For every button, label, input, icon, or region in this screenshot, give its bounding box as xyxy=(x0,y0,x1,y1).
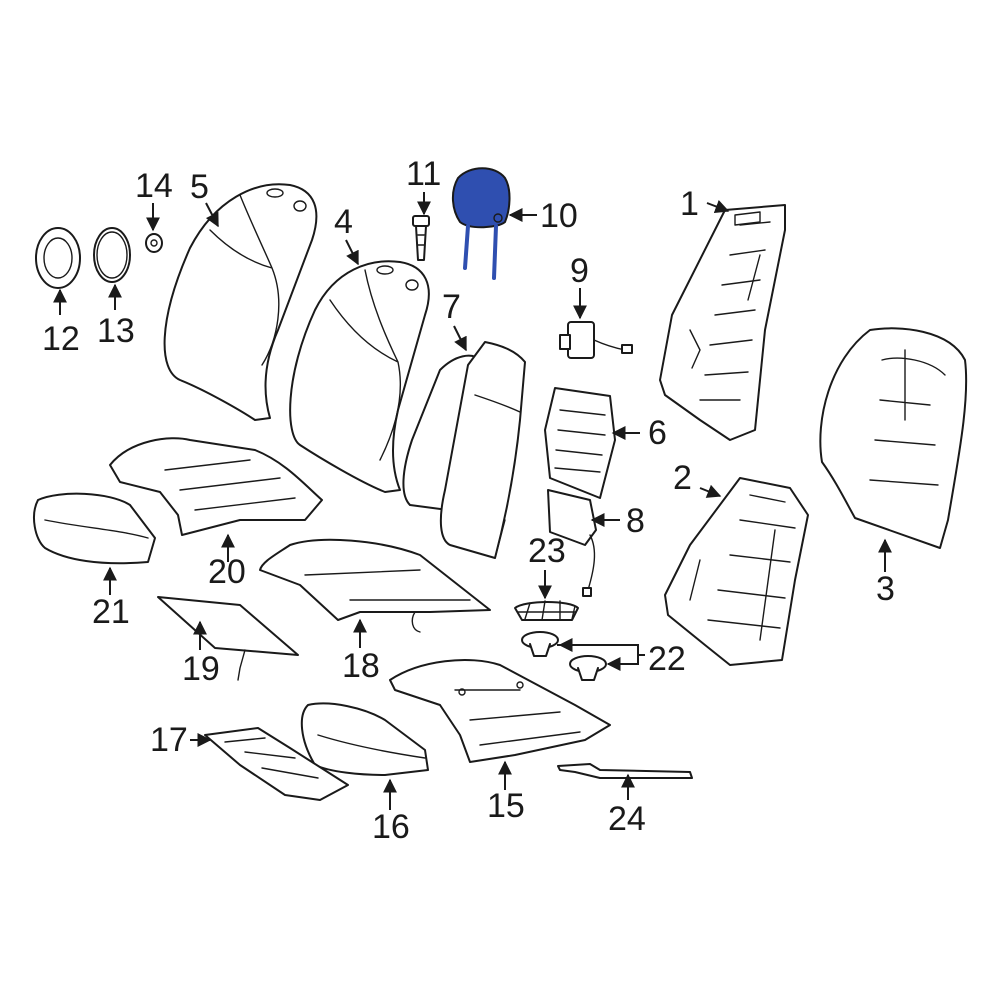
part-17-trim-panel[interactable] xyxy=(204,727,349,801)
callout-6[interactable]: 6 xyxy=(648,414,667,452)
part-9-actuator[interactable] xyxy=(559,321,633,359)
callout-10[interactable]: 10 xyxy=(540,197,578,235)
part-5-back-cover[interactable] xyxy=(163,183,318,421)
callout-2[interactable]: 2 xyxy=(673,459,692,497)
callout-8[interactable]: 8 xyxy=(626,502,645,540)
callout-17[interactable]: 17 xyxy=(150,721,188,759)
part-16-bolster[interactable] xyxy=(300,702,429,776)
part-10-headrest[interactable] xyxy=(452,167,511,280)
part-1-backrest-frame[interactable] xyxy=(659,204,786,441)
part-22-speaker-left[interactable] xyxy=(521,631,559,657)
callout-21[interactable]: 21 xyxy=(92,593,130,631)
part-24-rod[interactable] xyxy=(557,763,693,779)
callouts: 1 2 3 4 5 6 7 8 9 10 11 12 13 14 15 16 1 xyxy=(42,155,895,846)
callout-12[interactable]: 12 xyxy=(42,320,80,358)
callout-9[interactable]: 9 xyxy=(570,252,589,290)
callout-5[interactable]: 5 xyxy=(190,168,209,206)
part-19-mat[interactable] xyxy=(157,596,299,681)
part-3-rear-shell[interactable] xyxy=(819,327,968,549)
callout-19[interactable]: 19 xyxy=(182,650,220,688)
callout-13[interactable]: 13 xyxy=(97,312,135,350)
callout-7[interactable]: 7 xyxy=(442,288,461,326)
callout-15[interactable]: 15 xyxy=(487,787,525,825)
part-23-grille[interactable] xyxy=(514,600,579,621)
part-20-seat-foam[interactable] xyxy=(109,437,323,536)
part-8-bracket[interactable] xyxy=(547,489,597,597)
callout-11[interactable]: 11 xyxy=(406,155,441,193)
part-21-seat-pad[interactable] xyxy=(33,492,156,565)
part-12-emblem[interactable] xyxy=(35,227,81,289)
part-15-seat-pan[interactable] xyxy=(389,659,611,763)
callout-16[interactable]: 16 xyxy=(372,808,410,846)
part-6-lumbar[interactable] xyxy=(544,387,616,499)
part-22-speaker-right[interactable] xyxy=(569,655,607,681)
part-2-back-frame[interactable] xyxy=(664,477,809,666)
callout-1[interactable]: 1 xyxy=(680,185,699,223)
part-18-seat-lining[interactable] xyxy=(259,538,491,633)
callout-24[interactable]: 24 xyxy=(608,800,646,838)
part-13-ring[interactable] xyxy=(93,227,131,283)
part-11-guide-sleeve[interactable] xyxy=(412,215,430,261)
callout-14[interactable]: 14 xyxy=(135,167,173,205)
callout-3[interactable]: 3 xyxy=(876,570,895,608)
callout-20[interactable]: 20 xyxy=(208,553,246,591)
callout-23[interactable]: 23 xyxy=(528,532,566,570)
part-4-back-cushion[interactable] xyxy=(289,260,430,493)
callout-4[interactable]: 4 xyxy=(334,203,353,241)
callout-22[interactable]: 22 xyxy=(648,640,686,678)
part-7-back-pad[interactable] xyxy=(402,341,526,559)
part-14-clip[interactable] xyxy=(145,233,163,253)
callout-18[interactable]: 18 xyxy=(342,647,380,685)
